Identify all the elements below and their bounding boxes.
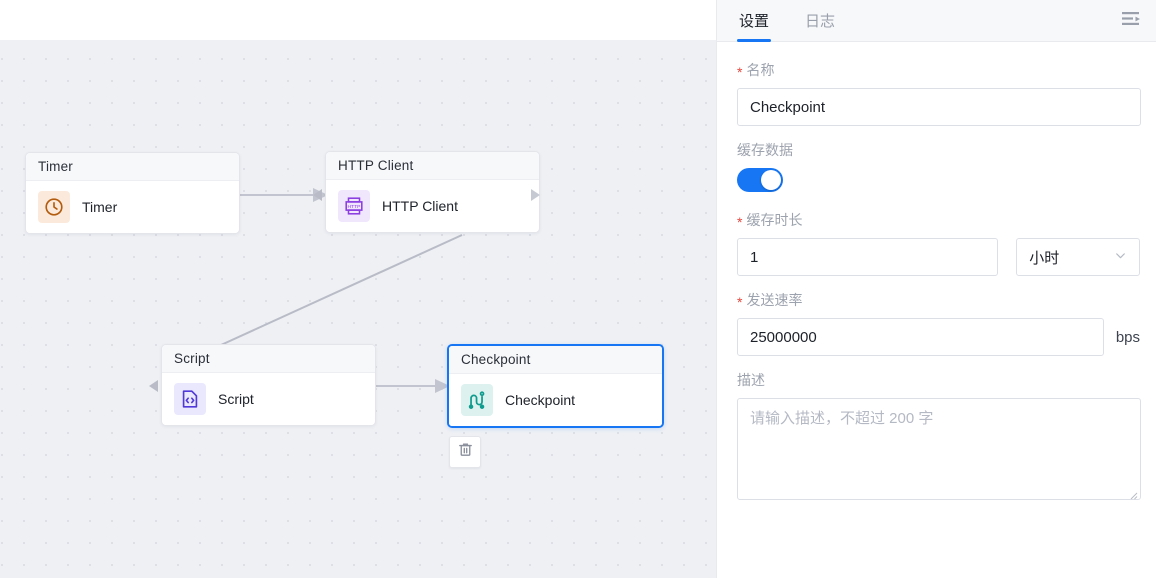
node-label: HTTP Client xyxy=(382,198,458,214)
node-body: Timer xyxy=(26,181,239,233)
send-rate-input[interactable]: 25000000 xyxy=(737,318,1104,356)
canvas-grid[interactable] xyxy=(0,40,716,578)
field-name: * 名称 Checkpoint xyxy=(737,60,1141,126)
field-send-rate-label: * 发送速率 xyxy=(737,290,1140,310)
port-in-script[interactable] xyxy=(149,380,158,392)
port-in-http-client[interactable] xyxy=(313,189,322,201)
checkpoint-icon xyxy=(461,384,493,416)
required-marker: * xyxy=(737,64,743,80)
node-title: Timer xyxy=(26,153,239,181)
node-body: HTTP HTTP Client xyxy=(326,180,539,232)
field-send-rate: * 发送速率 25000000 bps xyxy=(737,290,1140,356)
cache-duration-row: 1 小时 xyxy=(737,238,1140,276)
cache-duration-value: 1 xyxy=(750,248,759,266)
chevron-down-icon xyxy=(1114,249,1127,266)
port-out-http-client[interactable] xyxy=(531,189,540,201)
flow-node-checkpoint[interactable]: Checkpoint Checkpoint xyxy=(447,344,664,428)
description-placeholder: 请输入描述，不超过 200 字 xyxy=(750,410,934,427)
field-description-label-text: 描述 xyxy=(737,372,765,388)
node-body: Checkpoint xyxy=(449,374,662,426)
name-input-value: Checkpoint xyxy=(750,98,826,116)
cache-duration-unit-select[interactable]: 小时 xyxy=(1016,238,1140,276)
code-file-icon xyxy=(174,383,206,415)
node-body: Script xyxy=(162,373,375,425)
send-rate-value: 25000000 xyxy=(750,328,817,346)
cache-duration-unit-value: 小时 xyxy=(1029,249,1060,267)
field-cache-data-label: 缓存数据 xyxy=(737,140,1140,160)
node-title: Checkpoint xyxy=(449,346,662,374)
node-title: Script xyxy=(162,345,375,373)
node-label: Script xyxy=(218,391,254,407)
required-marker: * xyxy=(737,294,743,310)
flow-node-timer[interactable]: Timer Timer xyxy=(25,152,240,234)
field-cache-data: 缓存数据 xyxy=(737,140,1140,192)
flow-canvas[interactable]: Timer Timer HTTP Client xyxy=(0,0,716,578)
delete-node-button[interactable] xyxy=(449,436,481,468)
tab-settings[interactable]: 设置 xyxy=(737,0,772,42)
field-cache-duration-label: * 缓存时长 xyxy=(737,210,1140,230)
name-input[interactable]: Checkpoint xyxy=(737,88,1141,126)
tab-logs-label: 日志 xyxy=(805,13,836,30)
tab-settings-label: 设置 xyxy=(739,13,770,30)
field-description-label: 描述 xyxy=(737,370,1140,390)
field-cache-duration-label-text: 缓存时长 xyxy=(746,212,803,228)
menu-fold-icon xyxy=(1121,10,1141,33)
trash-icon xyxy=(457,441,474,463)
send-rate-row: 25000000 bps xyxy=(737,318,1140,356)
flow-node-script[interactable]: Script Script xyxy=(161,344,376,426)
node-label: Checkpoint xyxy=(505,392,576,408)
menu-fold-button[interactable] xyxy=(1118,9,1144,33)
field-cache-duration: * 缓存时长 1 小时 xyxy=(737,210,1140,276)
field-cache-data-label-text: 缓存数据 xyxy=(737,142,793,158)
send-rate-unit: bps xyxy=(1115,328,1140,346)
cache-duration-input[interactable]: 1 xyxy=(737,238,999,276)
svg-text:HTTP: HTTP xyxy=(348,204,362,210)
node-title: HTTP Client xyxy=(326,152,539,180)
properties-panel: 设置 日志 * 名称 xyxy=(716,0,1156,578)
field-description: 描述 请输入描述，不超过 200 字 xyxy=(737,370,1141,500)
resize-grip-icon[interactable] xyxy=(1126,485,1138,500)
node-label: Timer xyxy=(82,199,118,215)
required-marker: * xyxy=(737,214,743,230)
field-name-label: * 名称 xyxy=(737,60,1140,80)
canvas-top-strip xyxy=(0,0,716,40)
panel-tab-bar: 设置 日志 xyxy=(717,0,1156,42)
description-textarea[interactable]: 请输入描述，不超过 200 字 xyxy=(737,398,1141,500)
field-send-rate-label-text: 发送速率 xyxy=(746,292,803,308)
tab-logs[interactable]: 日志 xyxy=(803,0,837,42)
cache-data-toggle[interactable] xyxy=(737,168,783,192)
clock-icon xyxy=(38,191,70,223)
flow-node-http-client[interactable]: HTTP Client HTTP HTTP Client xyxy=(325,151,540,233)
http-printer-icon: HTTP xyxy=(338,190,370,222)
node-settings-form: * 名称 Checkpoint 缓存数据 * xyxy=(717,42,1156,500)
field-name-label-text: 名称 xyxy=(746,62,775,78)
toggle-knob xyxy=(761,170,781,190)
